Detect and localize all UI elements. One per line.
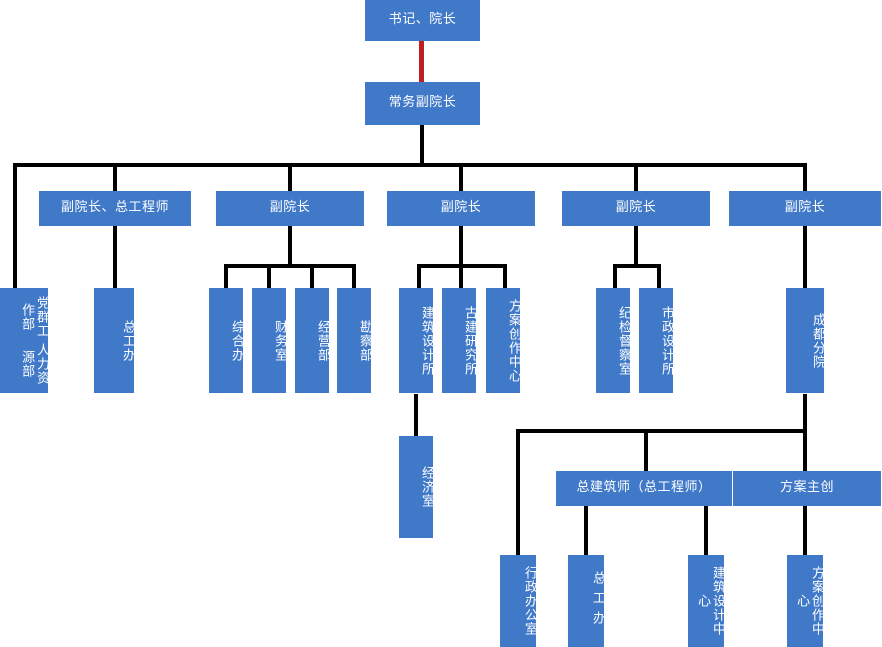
connector-executive-vp-stem: [420, 125, 424, 166]
node-branch-chief-engineer-office[interactable]: 总工办: [568, 555, 605, 647]
node-president[interactable]: 书记、院长: [365, 0, 480, 41]
node-survey-dept[interactable]: 勘察部: [337, 288, 372, 393]
connector-bus-drop-hr: [13, 163, 17, 288]
connector-branch-drop-lead-designer: [803, 429, 807, 472]
node-executive-vp[interactable]: 常务副院长: [365, 82, 480, 125]
node-vp-chief-engineer[interactable]: 副院长、总工程师: [39, 191, 191, 226]
connector-chengdu-branch-stem: [803, 394, 807, 432]
node-vp-3[interactable]: 副院长: [387, 191, 535, 226]
connector-vp2-bus: [224, 264, 356, 268]
node-finance-office[interactable]: 财务室: [252, 288, 287, 393]
connector-branch-drop-chief-architect: [644, 429, 648, 472]
connector-vp1-to-chief-engineer-office: [113, 226, 117, 288]
node-vp-2[interactable]: 副院长: [216, 191, 364, 226]
node-operations-dept[interactable]: 经营部: [295, 288, 330, 393]
connector-branch-drop-admin-office: [516, 429, 520, 555]
connector-vp5-to-chengdu-branch: [803, 226, 807, 288]
node-general-office[interactable]: 综合办: [209, 288, 244, 393]
connector-vp2-drop-survey: [352, 264, 356, 288]
connector-architecture-to-economics: [414, 394, 418, 436]
connector-vp3-drop-heritage: [459, 264, 463, 288]
node-branch-scheme-center[interactable]: 方案创作中心: [787, 555, 824, 647]
node-hr-dept-label: 人力资源部: [19, 342, 49, 385]
connector-vp4-stem: [634, 226, 638, 266]
connector-vp4-bus: [613, 264, 661, 268]
connector-chief-architect-to-branch-ce-office: [584, 505, 588, 555]
connector-vp4-drop-municipal: [657, 264, 661, 288]
connector-bus-drop-vp5: [803, 163, 807, 191]
node-admin-office[interactable]: 行政办公室: [500, 555, 537, 647]
node-vp-5[interactable]: 副院长: [729, 191, 881, 226]
node-chief-engineer-office[interactable]: 总工办: [94, 288, 135, 393]
node-chief-architect[interactable]: 总建筑师（总工程师）: [556, 471, 732, 506]
connector-vp3-stem: [459, 226, 463, 266]
connector-vp2-drop-finance: [267, 264, 271, 288]
connector-president-to-executive-vp: [419, 41, 424, 82]
node-lead-designer[interactable]: 方案主创: [733, 471, 881, 506]
node-heritage-research-institute[interactable]: 古建研究所: [442, 288, 477, 393]
connector-lead-designer-to-scheme-center: [803, 505, 807, 555]
connector-chief-architect-to-arch-center: [704, 505, 708, 555]
connector-bus-drop-vp2: [288, 163, 292, 191]
connector-vp2-drop-general-office: [224, 264, 228, 288]
node-economics-office[interactable]: 经济室: [399, 436, 434, 538]
connector-level3-bus: [13, 163, 807, 167]
connector-vp3-drop-architecture: [417, 264, 421, 288]
connector-vp2-drop-operations: [310, 264, 314, 288]
connector-vp3-drop-scheme: [503, 264, 507, 288]
connector-vp2-stem: [288, 226, 292, 266]
node-vp-4[interactable]: 副院长: [562, 191, 710, 226]
node-hr-and-party-dept[interactable]: 党群工作部 人力资源部: [0, 288, 49, 393]
connector-branch-bus: [516, 429, 807, 433]
node-municipal-design-institute[interactable]: 市政设计所: [639, 288, 674, 393]
connector-bus-drop-vp1: [113, 163, 117, 191]
node-chengdu-branch[interactable]: 成都分院: [786, 288, 825, 393]
node-discipline-inspection-office[interactable]: 纪检督察室: [596, 288, 631, 393]
connector-vp4-drop-discipline: [613, 264, 617, 288]
connector-bus-drop-vp3: [459, 163, 463, 191]
connector-bus-drop-vp4: [634, 163, 638, 191]
node-party-affairs-dept-label: 党群工作部: [19, 296, 49, 339]
node-scheme-creation-center[interactable]: 方案创作中心: [486, 288, 521, 393]
node-architecture-institute[interactable]: 建筑设计所: [399, 288, 434, 393]
node-branch-architecture-center[interactable]: 建筑设计中心: [688, 555, 725, 647]
